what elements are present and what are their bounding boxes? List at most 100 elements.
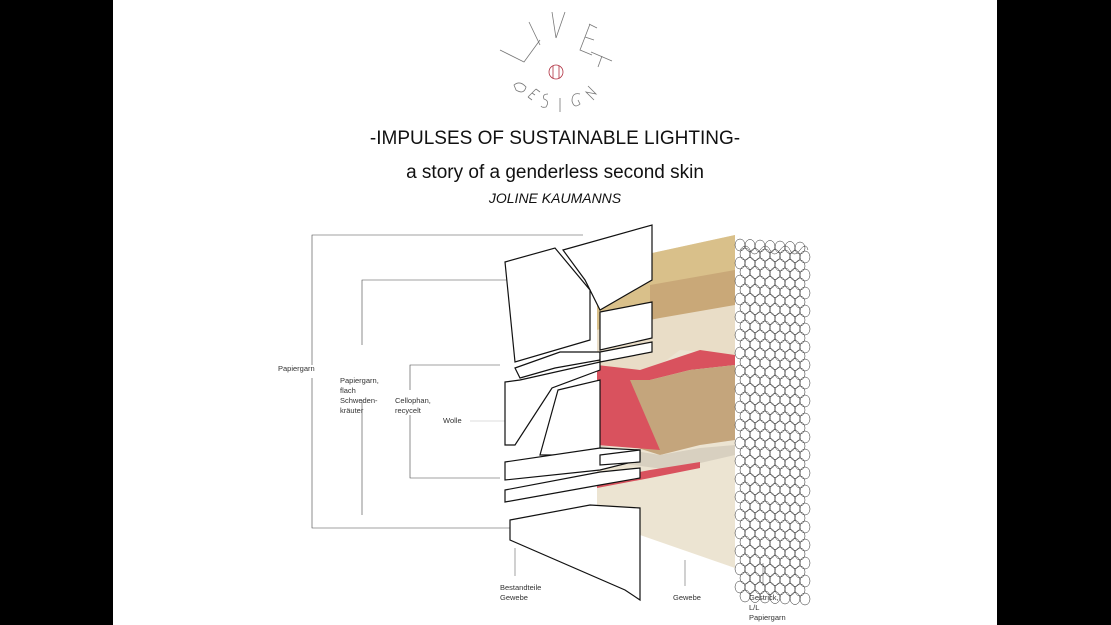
knit-loop [769,303,781,316]
knit-loop [784,313,796,326]
knit-loop [774,366,786,380]
knit-loop [734,292,746,306]
knit-loop [779,357,791,371]
knit-loop [754,401,766,415]
knit-loop [754,329,766,343]
knit-loop [744,491,756,504]
knit-loop [774,312,786,326]
knit-loop [749,482,761,495]
knit-loop [739,373,751,387]
knit-loop [739,463,751,477]
knit-loop [759,428,771,442]
knit-loop [754,383,766,397]
knit-loop [794,493,806,507]
page-title: -IMPULSES OF SUSTAINABLE LIGHTING- [369,128,741,149]
knit-loop [789,376,801,389]
knit-loop [784,511,796,524]
knit-loop [779,447,791,461]
knit-loop [734,382,746,396]
knit-loop [794,313,806,327]
knit-loop [744,383,756,396]
knit-loop [799,574,811,588]
knit-loop [744,419,756,432]
livet-design-logo [311,11,811,606]
knit-loop [789,358,801,371]
knit-loop [749,446,761,459]
knit-loop [744,275,756,288]
knit-loop [744,347,756,360]
knit-loop [744,293,756,306]
knit-loop [769,573,781,586]
knit-loop [744,545,756,558]
knit-loop [779,573,791,587]
knit-loop [769,447,781,460]
knit-loop [779,267,791,281]
knit-loop [769,339,781,352]
knit-loop [799,286,811,300]
knit-loop [779,339,791,353]
knit-loop [764,510,776,523]
knit-loop [799,358,811,372]
label-gestrick: Gestrick, L/L Papiergarn [749,593,786,622]
knit-loop [769,555,781,568]
knit-loop [794,439,806,453]
knit-loop [789,250,801,263]
knit-loop [799,304,811,318]
knit-loop [739,499,751,513]
knit-loop [784,241,796,254]
knit-loop [739,517,751,531]
knit-loop [794,457,806,471]
knit-loop [764,546,776,559]
knit-loop [794,385,806,399]
knit-loop [774,348,786,362]
knit-loop [739,319,751,333]
knit-loop [749,572,761,585]
knit-loop [794,511,806,525]
knit-loop [794,565,806,579]
knit-loop [799,592,811,606]
label-papiergarn: Papiergarn [278,364,315,373]
knit-loop [799,412,811,426]
knit-loop [769,501,781,514]
knit-loop [799,556,811,570]
knit-loop [769,537,781,550]
knit-loop [744,365,756,378]
knit-loop [734,490,746,504]
knit-loop [734,544,746,558]
knit-loop [764,348,776,361]
knit-loop [774,456,786,470]
knit-loop [749,302,761,315]
knit-loop [739,355,751,369]
knit-loop [789,430,801,443]
knit-loop [764,240,776,253]
knit-loop [789,340,801,353]
knit-loop [759,374,771,388]
knit-loop [774,474,786,488]
knit-loop [774,330,786,344]
knit-loop [764,294,776,307]
knit-loop [779,555,791,569]
knit-loop [779,519,791,533]
knit-loop [774,258,786,272]
knit-loop [749,428,761,441]
knit-loop [779,483,791,497]
knit-loop [749,338,761,351]
knit-loop [779,303,791,317]
knit-loop [739,445,751,459]
knit-loop [799,250,811,264]
knit-loop [784,277,796,290]
knit-loop [769,519,781,532]
knit-loop [779,537,791,551]
knit-loop [799,484,811,498]
knit-loop [754,563,766,577]
knit-loop [784,295,796,308]
knit-loop [759,410,771,424]
knit-loop [784,259,796,272]
knit-loop [739,247,751,261]
knit-loop [784,385,796,398]
knit-loop [759,482,771,496]
knit-loop [754,419,766,433]
knit-loop [734,526,746,540]
knit-loop [739,337,751,351]
knit-loop [794,421,806,435]
